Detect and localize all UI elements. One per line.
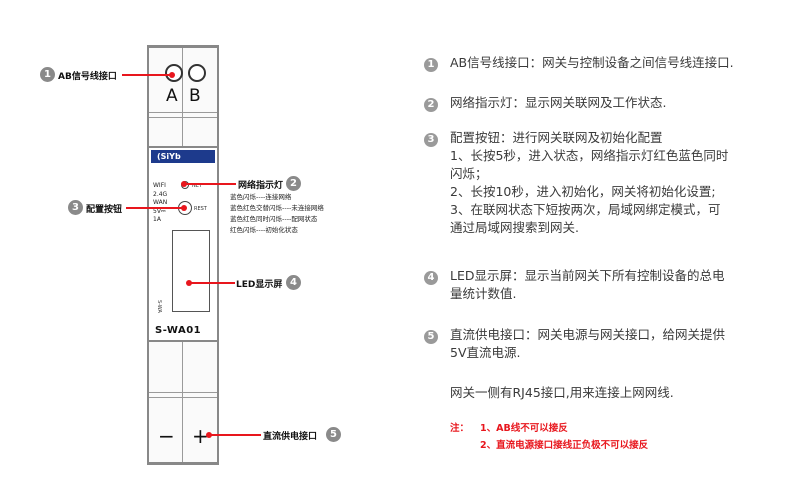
callout-4-badge: 4 — [286, 275, 301, 290]
terminal-b-hole — [188, 64, 206, 82]
side-vertical-text: S-WA — [156, 300, 162, 313]
device-split-bottom — [182, 342, 183, 462]
spec-list: WIFI 2.4G WAN 5V⎓ 1A — [153, 182, 167, 225]
callout-3-dot — [181, 205, 187, 211]
terminal-b-label: B — [189, 86, 201, 106]
device-split-top — [182, 48, 183, 146]
legend-line-1: 蓝色闪烁----连接网络 — [230, 193, 292, 201]
desc-4-text: LED显示屏：显示当前网关下所有控制设备的总电 量统计数值. — [450, 267, 725, 303]
terminal-a-label: A — [166, 86, 178, 106]
note-2: 2、直流电源接口接线正负极不可以接反 — [480, 440, 649, 451]
callout-3-badge: 3 — [68, 200, 83, 215]
callout-4-line — [189, 282, 235, 284]
brand-logo: (SiYb — [151, 150, 215, 163]
desc-5-badge: 5 — [424, 330, 438, 344]
callout-2-label: 网络指示灯 — [238, 181, 284, 191]
desc-3-line-3: 闪烁； — [450, 166, 488, 181]
spec-band: 2.4G — [153, 190, 168, 198]
callout-1-badge: 1 — [40, 67, 55, 82]
callout-2-line — [184, 183, 236, 185]
callout-2-badge: 2 — [286, 176, 301, 191]
desc-3-line-4: 2、长按10秒，进入初始化，网关将初始化设置; — [450, 184, 716, 199]
led-status-legend: 蓝色闪烁----连接网络 蓝色红色交替闪烁----未连接网络 蓝色红色同时闪烁-… — [230, 192, 324, 236]
desc-5-line-1: 直流供电接口：网关电源与网关接口，给网关提供 — [450, 327, 726, 342]
model-name: S-WA01 — [155, 325, 202, 336]
desc-4-badge: 4 — [424, 271, 438, 285]
device-rail-line — [149, 117, 217, 118]
desc-3-line-2: 1、长按5秒，进入状态，网络指示灯红色蓝色同时 — [450, 148, 729, 163]
device-rail-line — [149, 392, 217, 393]
desc-2-badge: 2 — [424, 98, 438, 112]
spec-wifi: WIFI — [153, 182, 166, 189]
desc-3-line-5: 3、在联网状态下短按两次，局域网绑定模式，可 — [450, 202, 721, 217]
spec-wan: WAN — [153, 199, 168, 206]
desc-2-line-1: 网络指示灯：显示网关联网及工作状态. — [450, 95, 667, 110]
callout-1-label: AB信号线接口 — [58, 72, 117, 82]
reset-label: REST — [194, 206, 207, 212]
net-label: NET — [192, 183, 202, 189]
note-1: 1、AB线不可以接反 — [480, 423, 568, 434]
callout-5-badge: 5 — [326, 427, 341, 442]
desc-1-text: AB信号线接口：网关与控制设备之间信号线连接口. — [450, 54, 734, 72]
desc-5-text: 直流供电接口：网关电源与网关接口，给网关提供 5V直流电源. — [450, 326, 725, 362]
plus-terminal: + — [192, 424, 209, 448]
spec-voltage: 5V⎓ — [153, 207, 166, 215]
device-rail-line — [149, 112, 217, 113]
callout-1-line — [122, 74, 172, 76]
callout-3-label: 配置按钮 — [86, 205, 123, 215]
notes-prefix: 注： — [450, 423, 470, 434]
callout-1-dot — [169, 72, 175, 78]
minus-terminal: − — [158, 424, 175, 448]
callout-5-label: 直流供电接口 — [263, 432, 318, 442]
rj45-note: 网关一侧有RJ45接口,用来连接上网网线. — [450, 385, 674, 400]
callout-3-line — [126, 207, 184, 209]
desc-5-line-2: 5V直流电源. — [450, 345, 521, 360]
spec-current: 1A — [153, 216, 161, 223]
desc-4-line-2: 量统计数值. — [450, 286, 517, 301]
desc-3-line-1: 配置按钮：进行网关联网及初始化配置 — [450, 130, 663, 145]
desc-2-text: 网络指示灯：显示网关联网及工作状态. — [450, 94, 666, 112]
desc-4-line-1: LED显示屏：显示当前网关下所有控制设备的总电 — [450, 268, 725, 283]
desc-1-badge: 1 — [424, 58, 438, 72]
led-screen — [172, 230, 210, 312]
desc-3-badge: 3 — [424, 133, 438, 147]
desc-3-line-6: 通过局域网搜索到网关. — [450, 220, 579, 235]
device-rail-line — [149, 397, 217, 398]
legend-line-2: 蓝色红色交替闪烁----未连接网络 — [230, 204, 324, 212]
callout-4-label: LED显示屏 — [236, 280, 283, 290]
legend-line-3: 蓝色红色同时闪烁----配网状态 — [230, 215, 318, 223]
legend-line-4: 红色闪烁----初始化状态 — [230, 226, 298, 234]
callout-5-line — [209, 434, 261, 436]
desc-1-line-1: AB信号线接口：网关与控制设备之间信号线连接口. — [450, 55, 734, 70]
desc-3-text: 配置按钮：进行网关联网及初始化配置 1、长按5秒，进入状态，网络指示灯红色蓝色同… — [450, 129, 728, 237]
